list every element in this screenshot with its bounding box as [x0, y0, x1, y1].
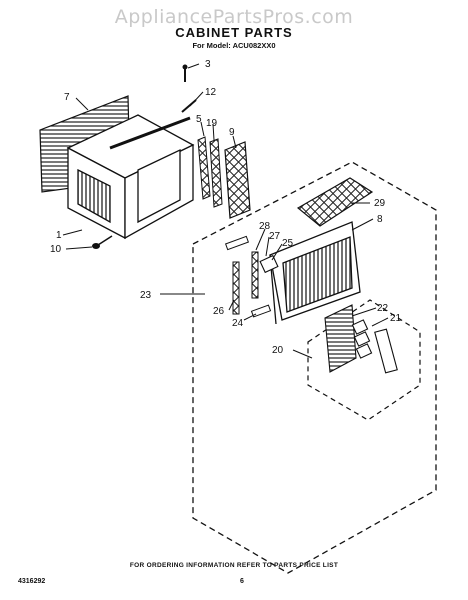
vertical-strip-part [251, 251, 259, 299]
callout-25: 25 [282, 238, 294, 249]
callout-7: 7 [64, 92, 70, 103]
callout-9: 9 [229, 127, 235, 138]
callout-12: 12 [205, 87, 217, 98]
diagram-title: CABINET PARTS [175, 25, 293, 40]
louver-assembly-part [324, 304, 357, 373]
model-line: For Model: ACU082XX0 [192, 41, 276, 50]
cabinet-shell-part [66, 114, 195, 240]
callout-3: 3 [205, 59, 211, 70]
side-filter-part [224, 141, 251, 219]
screw-part [182, 64, 188, 82]
seal-part [209, 138, 223, 208]
top-rail-part [109, 116, 191, 150]
callout-19: 19 [206, 118, 218, 129]
callout-5: 5 [196, 114, 202, 125]
callout-20: 20 [272, 345, 284, 356]
page-number: 6 [240, 578, 244, 585]
front-filter-part [296, 177, 374, 227]
callout-10: 10 [50, 244, 62, 255]
top-vane-part [224, 235, 250, 251]
control-group-boundary [307, 299, 421, 421]
vane-set-part [351, 319, 398, 374]
bottom-screw-part [92, 235, 113, 249]
document-number: 4316292 [18, 578, 46, 585]
callout-21: 21 [390, 313, 402, 324]
front-panel-group-boundary [192, 161, 437, 574]
callout-22: 22 [377, 303, 389, 314]
callout-24: 24 [232, 318, 244, 329]
bottom-vane-part [250, 304, 272, 318]
gasket-part [197, 136, 211, 200]
callout-23: 23 [140, 290, 152, 301]
callout-8: 8 [377, 214, 383, 225]
callout-28: 28 [259, 221, 271, 232]
callout-27: 27 [269, 231, 281, 242]
louver-strip-part [232, 261, 240, 315]
callout-26: 26 [213, 306, 225, 317]
front-panel-part [269, 221, 361, 325]
callout-29: 29 [374, 198, 386, 209]
callout-1: 1 [56, 230, 62, 241]
knob-part [259, 254, 279, 274]
leader-lines [62, 63, 389, 359]
watermark: AppliancePartsPros.com [114, 6, 354, 28]
ordering-note: FOR ORDERING INFORMATION REFER TO PARTS … [129, 562, 339, 569]
